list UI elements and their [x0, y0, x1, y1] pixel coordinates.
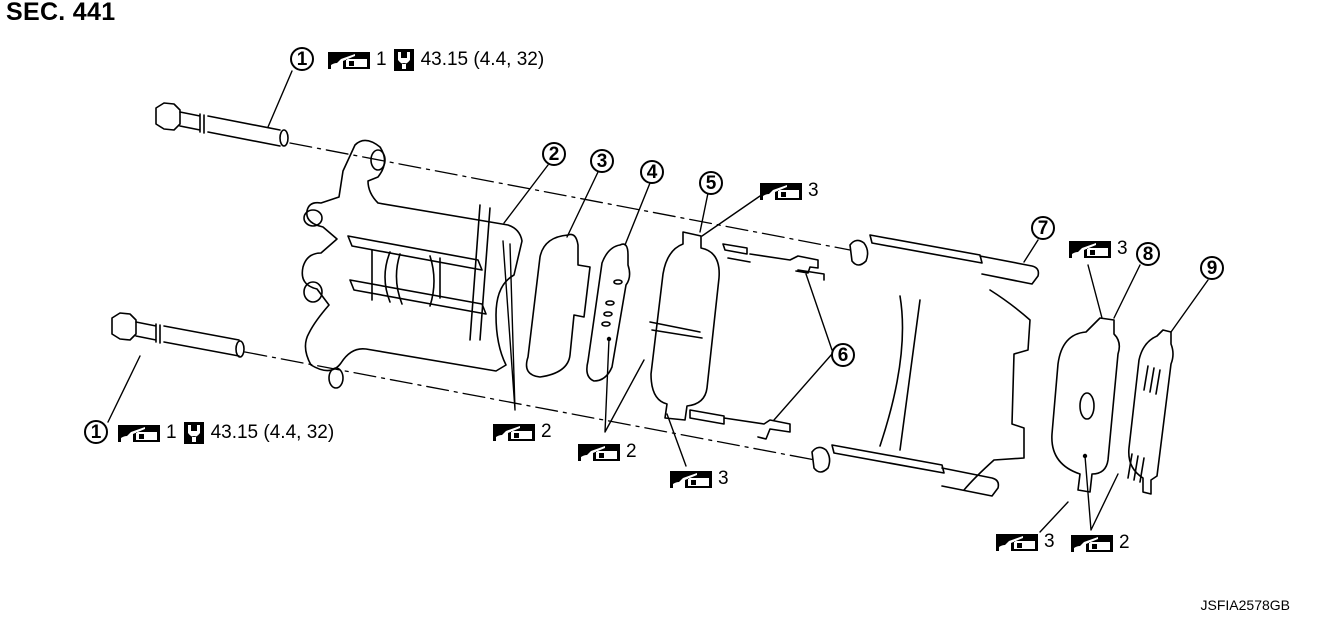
pad-return-spring-lower [689, 409, 791, 440]
leader-8-shim-grease [1084, 455, 1119, 531]
leader-8-grease-bottom [1039, 501, 1069, 533]
outer-shim [525, 233, 591, 378]
callout-3: 3 [590, 149, 614, 173]
torque-value: 43.15 (4.4, 32) [210, 422, 335, 443]
outer-pad-shim [1127, 329, 1174, 495]
callout-5: 5 [699, 171, 723, 195]
tightening-torque-icon [393, 49, 414, 71]
spec-outer-pad-bottom-grease: 3 [996, 531, 1055, 553]
grease-application-icon [670, 470, 712, 488]
leader-1-top [267, 70, 293, 128]
spec-bolt-top: 1 43.15 (4.4, 32) [328, 49, 544, 71]
upper-axis-line [289, 142, 851, 251]
outer-pad [1051, 317, 1121, 493]
inner-shim [586, 243, 631, 382]
grease-application-icon [996, 533, 1038, 551]
figure-code: JSFIA2578GB [1200, 597, 1291, 613]
leader-2-grease [502, 240, 516, 411]
spec-inner-pad-bottom-grease: 3 [670, 468, 729, 490]
torque-value: 43.15 (4.4, 32) [420, 49, 545, 70]
lower-axis-line [244, 351, 816, 461]
sliding-pin-bolt-lower [111, 312, 245, 358]
grease-quantity: 3 [1117, 238, 1128, 259]
sliding-pin-bolt-upper [155, 102, 289, 147]
leader-6 [773, 273, 833, 421]
grease-quantity: 3 [718, 468, 729, 489]
grease-quantity: 1 [376, 49, 387, 70]
spec-caliper-grease: 2 [493, 421, 552, 443]
grease-quantity: 3 [1044, 531, 1055, 552]
callout-2: 2 [542, 142, 566, 166]
leader-4-grease [604, 338, 645, 433]
grease-quantity: 2 [1119, 532, 1130, 553]
callout-9: 9 [1200, 256, 1224, 280]
grease-quantity: 3 [808, 180, 819, 201]
callout-1-bottom: 1 [84, 420, 108, 444]
spec-bolt-bottom: 1 43.15 (4.4, 32) [118, 422, 334, 444]
cylinder-body [301, 139, 523, 389]
callout-4: 4 [640, 160, 664, 184]
callout-6: 6 [831, 343, 855, 367]
callout-7: 7 [1031, 216, 1055, 240]
grease-application-icon [493, 423, 535, 441]
grease-application-icon [328, 51, 370, 69]
grease-application-icon [578, 443, 620, 461]
leader-8 [1113, 264, 1141, 319]
leader-1-bottom [107, 355, 141, 423]
callout-8: 8 [1136, 242, 1160, 266]
section-number: SEC. 441 [6, 0, 116, 26]
pad-return-spring-upper [722, 243, 825, 281]
leader-5 [699, 192, 709, 233]
grease-quantity: 2 [541, 421, 552, 442]
leader-3 [566, 171, 599, 238]
grease-quantity: 1 [166, 422, 177, 443]
leader-7 [1023, 239, 1039, 263]
spec-shim-grease: 2 [578, 441, 637, 463]
leader-4 [624, 182, 651, 246]
leader-5-grease-bottom [666, 413, 687, 467]
torque-member [811, 234, 1040, 497]
grease-application-icon [118, 424, 160, 442]
leader-8-grease [1087, 264, 1103, 319]
spec-outer-shim-grease: 2 [1071, 532, 1130, 554]
tightening-torque-icon [183, 422, 204, 444]
leader-9 [1170, 279, 1209, 333]
leader-2 [503, 164, 549, 224]
spec-inner-pad-top-grease: 3 [760, 180, 819, 202]
leader-5-grease [701, 195, 761, 237]
grease-quantity: 2 [626, 441, 637, 462]
grease-application-icon [1071, 534, 1113, 552]
spec-outer-pad-top-grease: 3 [1069, 238, 1128, 260]
grease-application-icon [1069, 240, 1111, 258]
grease-application-icon [760, 182, 802, 200]
callout-1-top: 1 [290, 47, 314, 71]
inner-pad [649, 231, 720, 421]
